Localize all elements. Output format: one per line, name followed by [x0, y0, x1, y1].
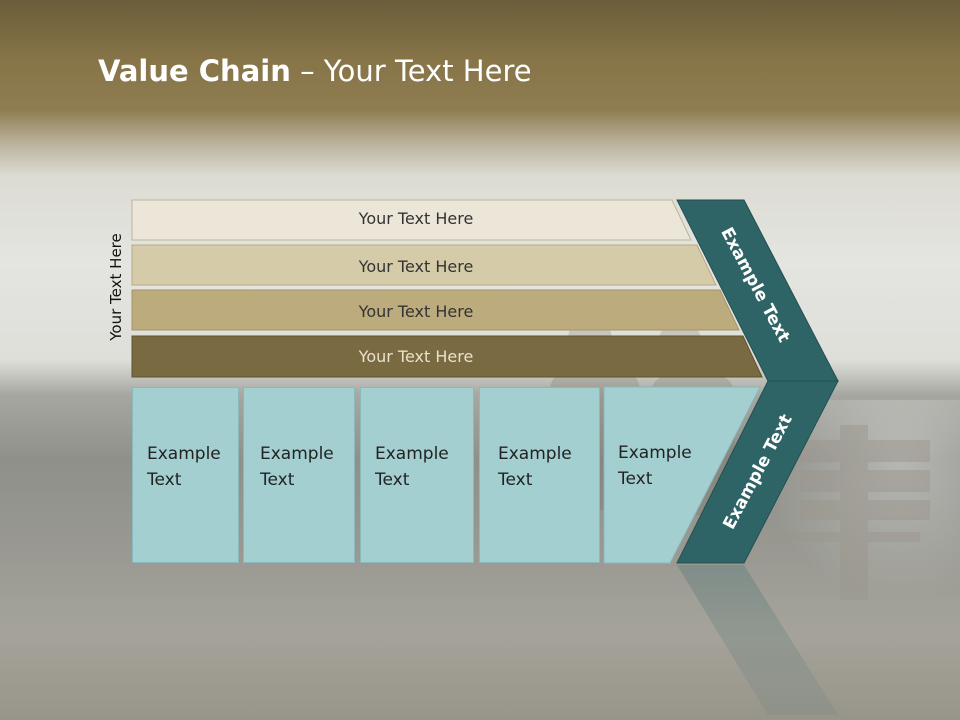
bar-3-label: Your Text Here [358, 302, 474, 321]
bar-2 [131, 244, 717, 286]
bar-1-label: Your Text Here [358, 209, 474, 228]
chevron-lower [676, 380, 839, 564]
title-bold: Value Chain [98, 54, 291, 88]
bar-1 [131, 199, 692, 241]
bar-2-label: Your Text Here [358, 257, 474, 276]
box-5-shape [603, 386, 761, 564]
title-rest: – Your Text Here [290, 54, 532, 88]
reflection-fade [0, 565, 960, 720]
bar-4 [131, 335, 763, 378]
page-title: Value Chain – Your Text Here [98, 54, 532, 88]
bar-4-label: Your Text Here [358, 347, 474, 366]
bar-3 [131, 289, 740, 331]
